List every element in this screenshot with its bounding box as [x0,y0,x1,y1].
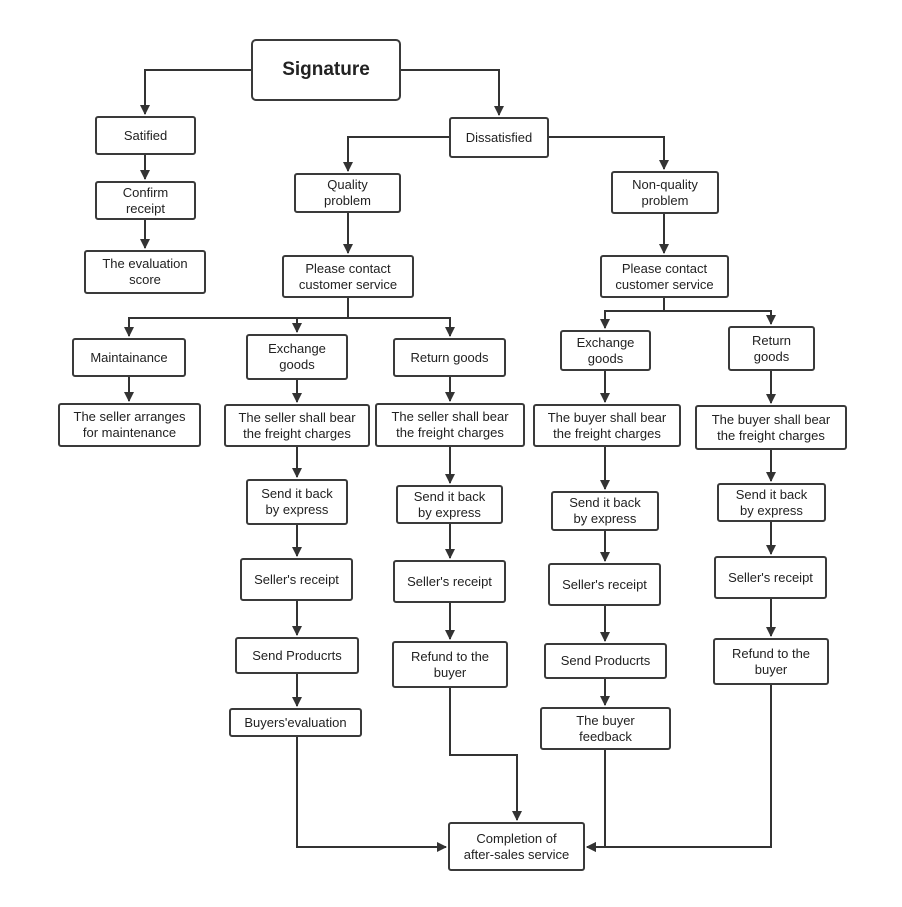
confirm-receipt-node: Confirm receipt [95,181,196,220]
quality-return-refund-node: Refund to the buyer [392,641,508,688]
connector-n-contact-to-exchange [600,298,665,329]
connector-signature-to-satisfied [140,69,251,115]
satisfied-node: Satified [95,116,196,155]
connector-contact-to-return [348,317,455,337]
quality-return-send-back-node: Send it back by express [396,485,503,524]
completion-node: Completion of after-sales service [448,822,585,871]
quality-return-freight-node: The seller shall bear the freight charge… [375,403,525,447]
nonquality-exchange-goods-node: Exchange goods [560,330,651,371]
nonquality-return-freight-node: The buyer shall bear the freight charges [695,405,847,450]
nonquality-exchange-buyer-feedback-node: The buyer feedback [540,707,671,750]
maintainance-node: Maintainance [72,338,186,377]
nonquality-return-sellers-receipt-node: Seller's receipt [714,556,827,599]
nonquality-exchange-freight-node: The buyer shall bear the freight charges [533,404,681,447]
quality-problem-node: Quality problem [294,173,401,213]
nonquality-exchange-sellers-receipt-node: Seller's receipt [548,563,661,606]
nonquality-return-refund-node: Refund to the buyer [713,638,829,685]
quality-exchange-goods-node: Exchange goods [246,334,348,380]
nonquality-return-send-back-node: Send it back by express [717,483,826,522]
dissatisfied-node: Dissatisfied [449,117,549,158]
nonquality-exchange-send-back-node: Send it back by express [551,491,659,531]
non-quality-problem-node: Non-quality problem [611,171,719,214]
connector-signature-to-dissatisfied [401,69,504,116]
quality-exchange-freight-node: The seller shall bear the freight charge… [224,404,370,447]
connector-n-refund-to-completion [586,685,772,852]
quality-exchange-buyers-evaluation-node: Buyers'evaluation [229,708,362,737]
nonquality-return-goods-node: Return goods [728,326,815,371]
seller-arranges-maintenance-node: The seller arranges for maintenance [58,403,201,447]
evaluation-score-node: The evaluation score [84,250,206,294]
connector-n-feedback-to-completion [586,750,606,852]
connector-contact-to-maintainance [124,298,349,337]
quality-exchange-sellers-receipt-node: Seller's receipt [240,558,353,601]
contact-customer-service-nonquality-node: Please contact customer service [600,255,729,298]
connector-q-refund-to-completion [449,688,522,821]
connector-dissatisfied-to-quality [343,136,449,172]
quality-return-goods-node: Return goods [393,338,506,377]
connector-dissatisfied-to-nonquality [549,136,669,170]
connector-evaluation-to-completion [296,737,447,852]
quality-exchange-send-back-node: Send it back by express [246,479,348,525]
connector-n-contact-to-return [664,310,776,325]
quality-exchange-send-products-node: Send Producrts [235,637,359,674]
signature-node: Signature [251,39,401,101]
quality-return-sellers-receipt-node: Seller's receipt [393,560,506,603]
nonquality-exchange-send-products-node: Send Producrts [544,643,667,679]
contact-customer-service-quality-node: Please contact customer service [282,255,414,298]
